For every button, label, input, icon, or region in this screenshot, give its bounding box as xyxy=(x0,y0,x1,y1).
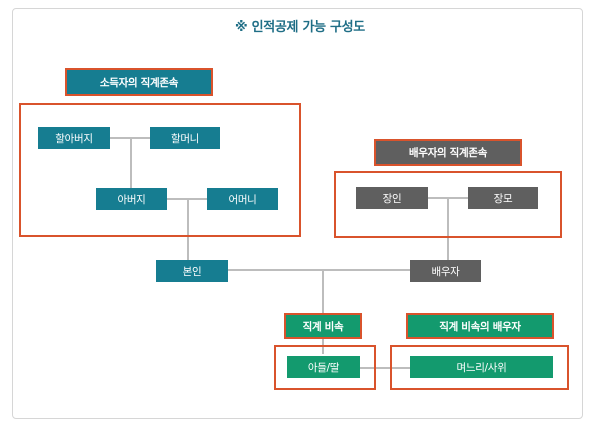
connector-parents-to-self xyxy=(187,199,189,260)
person-father-in-law: 장인 xyxy=(356,187,428,209)
label-spouse-ascendants: 배우자의 직계존속 xyxy=(374,139,522,166)
person-mother-in-law: 장모 xyxy=(468,187,538,209)
connector-in-laws-to-spouse xyxy=(447,198,449,260)
person-spouse: 배우자 xyxy=(410,260,481,282)
person-son-daughter: 아들/딸 xyxy=(287,356,360,378)
group-spouse-ascendants xyxy=(334,171,562,238)
person-grandmother: 할머니 xyxy=(150,127,220,149)
person-father: 아버지 xyxy=(96,188,167,210)
connector-self-spouse xyxy=(228,269,410,271)
connector-child-spouse xyxy=(360,367,410,369)
person-self: 본인 xyxy=(156,260,228,282)
person-grandfather: 할아버지 xyxy=(38,127,110,149)
diagram-title: ※ 인적공제 가능 구성도 xyxy=(235,20,365,35)
label-descendants: 직계 비속 xyxy=(284,313,362,339)
person-mother: 어머니 xyxy=(207,188,278,210)
label-taxpayer-ascendants: 소득자의 직계존속 xyxy=(65,68,213,96)
connector-grandparents-to-father xyxy=(130,138,132,188)
connector-marriage-to-children xyxy=(322,270,324,354)
group-descendants xyxy=(274,345,376,390)
person-daughter-son-in-law: 며느리/사위 xyxy=(410,356,553,378)
group-taxpayer-ascendants xyxy=(19,103,301,237)
label-descendants-spouse: 직계 비속의 배우자 xyxy=(406,313,554,339)
group-descendants-spouse xyxy=(390,345,569,390)
